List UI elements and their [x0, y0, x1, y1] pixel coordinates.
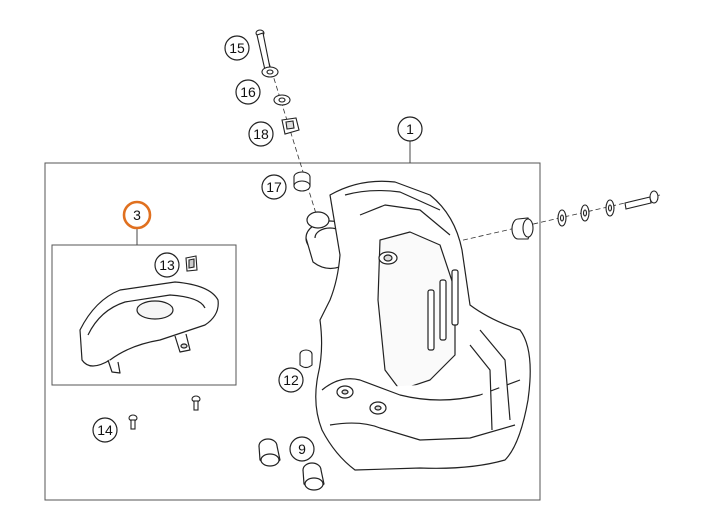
part-14-screws [128, 395, 201, 430]
part-17-grommet [293, 171, 311, 192]
callout-16[interactable]: 16 [235, 79, 261, 105]
part-9-bushings [258, 438, 325, 491]
side-bolt-assembly [511, 190, 659, 240]
callout-3[interactable]: 3 [122, 200, 152, 230]
callout-12-label: 12 [283, 372, 299, 388]
part-18-clip [281, 117, 300, 135]
part-16-washers [261, 66, 291, 106]
callout-16-label: 16 [240, 84, 256, 100]
callout-1[interactable]: 1 [397, 116, 423, 142]
callout-14[interactable]: 14 [92, 417, 118, 443]
callout-13[interactable]: 13 [154, 252, 180, 278]
assembly-frame-1 [44, 162, 541, 501]
subassembly-frame-3 [51, 244, 237, 386]
callout-17[interactable]: 17 [261, 174, 287, 200]
callout-15[interactable]: 15 [224, 35, 250, 61]
callout-18-label: 18 [253, 126, 269, 142]
callout-1-label: 1 [406, 121, 414, 137]
callout-12[interactable]: 12 [278, 367, 304, 393]
callout-9-label: 9 [298, 441, 306, 457]
callout-14-label: 14 [97, 422, 113, 438]
callout-9[interactable]: 9 [289, 436, 315, 462]
part-1-muffler [305, 180, 531, 471]
callout-15-label: 15 [229, 40, 245, 56]
part-13-clip [185, 255, 198, 272]
callout-13-label: 13 [159, 257, 175, 273]
part-15-bolt [255, 29, 271, 71]
callout-18[interactable]: 18 [248, 121, 274, 147]
part-3-cover [79, 281, 219, 374]
callout-3-label: 3 [133, 207, 141, 223]
callout-17-label: 17 [266, 179, 282, 195]
part-12-plug [299, 349, 313, 369]
